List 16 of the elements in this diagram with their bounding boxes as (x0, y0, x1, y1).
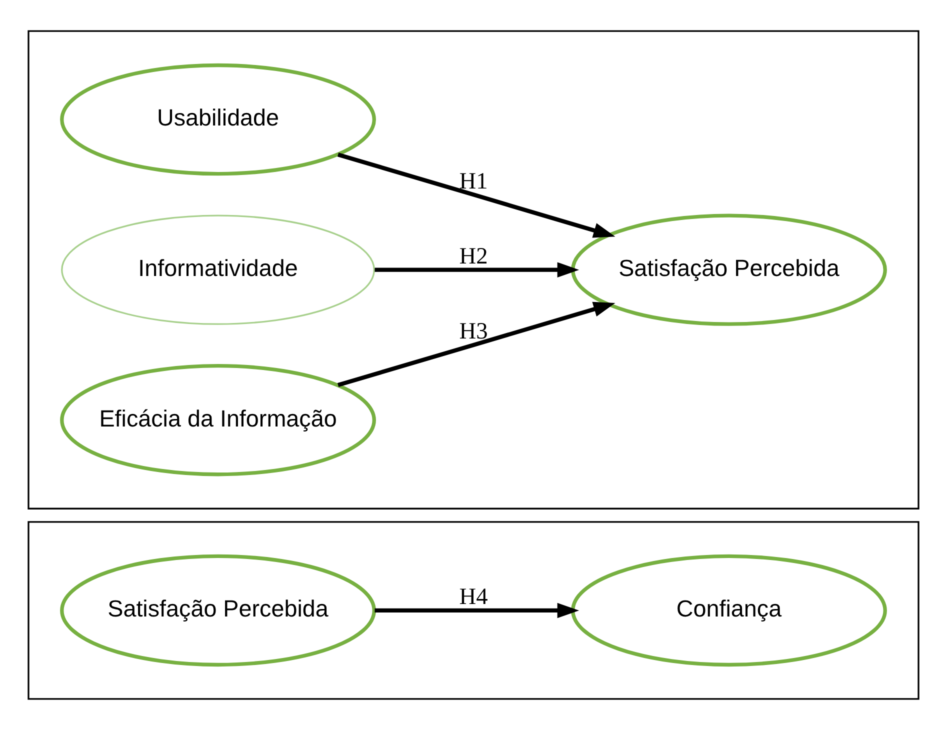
node-ellipse: Satisfação Percebida (60, 554, 376, 666)
node-ellipse: Informatividade (61, 214, 375, 324)
node-ellipse: Eficácia da Informação (60, 364, 376, 476)
edge-label: H1 (459, 168, 488, 194)
arrow (337, 301, 616, 387)
edge-label: H4 (459, 584, 488, 610)
arrow (374, 262, 580, 277)
node-ellipse: Satisfação Percebida (571, 213, 887, 326)
node-ellipse: Usabilidade (60, 62, 376, 176)
arrow (337, 152, 616, 238)
edge-label: H2 (459, 242, 488, 269)
arrow (374, 602, 580, 618)
node-ellipse: Confiança (571, 554, 887, 666)
edge-label: H3 (459, 318, 488, 344)
cluster (28, 30, 920, 509)
cluster (28, 520, 920, 700)
